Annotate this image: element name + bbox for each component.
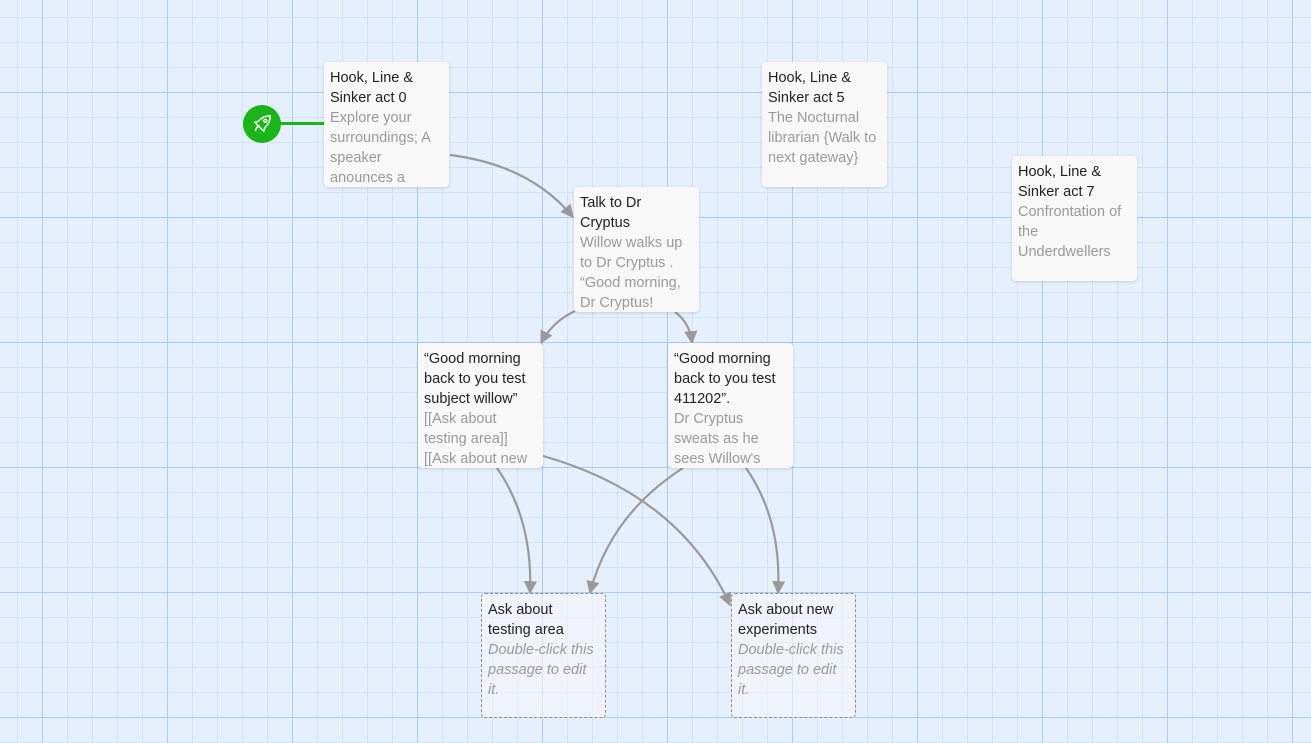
passage-title: Ask about new experiments — [738, 602, 834, 638]
passage-excerpt: Double-click this passage to edit it. — [738, 642, 844, 698]
start-connector-line — [280, 122, 325, 125]
link-411202-to-new-experiments — [745, 467, 786, 595]
passage-reply-willow[interactable]: “Good morning back to you test subject w… — [418, 343, 543, 468]
link-cryptus-to-reply-willow — [540, 310, 576, 345]
passage-ask-about-new-experiments[interactable]: Ask about new experiments Double-click t… — [731, 593, 856, 718]
passage-title: Talk to Dr Cryptus — [580, 195, 642, 231]
passage-excerpt: Confrontation of the Underdwellers — [1018, 204, 1122, 260]
start-passage-marker[interactable] — [243, 105, 281, 143]
link-willow-to-new-experiments — [542, 454, 732, 607]
passage-title: Hook, Line & Sinker act 5 — [768, 70, 852, 106]
passage-title: “Good morning back to you test 411202”. — [674, 351, 776, 407]
passage-title: Hook, Line & Sinker act 0 — [330, 70, 414, 106]
link-act0-to-cryptus — [449, 153, 574, 219]
passage-ask-about-testing-area[interactable]: Ask about testing area Double-click this… — [481, 593, 606, 718]
link-cryptus-to-reply-411202 — [674, 311, 698, 345]
passage-excerpt: [[Ask about testing area]] [[Ask about n… — [424, 411, 528, 467]
passage-title: “Good morning back to you test subject w… — [424, 351, 526, 407]
passage-talk-to-dr-cryptus[interactable]: Talk to Dr Cryptus Willow walks up to Dr… — [574, 187, 699, 312]
passage-act-5[interactable]: Hook, Line & Sinker act 5 The Nocturnal … — [762, 62, 887, 187]
passage-title: Hook, Line & Sinker act 7 — [1018, 164, 1102, 200]
passage-excerpt: Double-click this passage to edit it. — [488, 642, 594, 698]
passage-excerpt: Dr Cryptus sweats as he sees Willow's — [674, 411, 761, 467]
passage-act-0[interactable]: Hook, Line & Sinker act 0 Explore your s… — [324, 62, 449, 187]
passage-excerpt: Willow walks up to Dr Cryptus . “Good mo… — [580, 235, 683, 311]
link-willow-to-testing-area — [496, 467, 538, 595]
link-411202-to-testing-area — [586, 467, 684, 595]
passage-act-7[interactable]: Hook, Line & Sinker act 7 Confrontation … — [1012, 156, 1137, 281]
rocket-icon — [253, 115, 271, 133]
passage-reply-411202[interactable]: “Good morning back to you test 411202”. … — [668, 343, 793, 468]
passage-excerpt: The Nocturnal librarian {Walk to next ga… — [768, 110, 877, 166]
passage-excerpt: Explore your surroundings; A speaker ano… — [330, 110, 430, 186]
passage-title: Ask about testing area — [488, 602, 564, 638]
